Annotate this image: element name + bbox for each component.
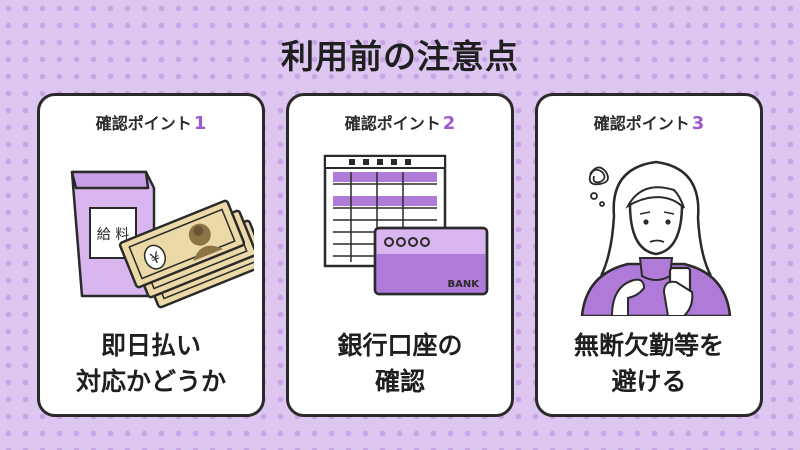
point-text-line: 銀行口座の [337,331,463,360]
point-number: 2 [442,113,456,134]
point-text-1: 即日払い 対応かどうか [40,328,262,400]
point-text-line: 対応かどうか [75,367,226,396]
point-number: 3 [691,113,705,134]
bank-card-label: BANK [448,279,481,290]
point-text-line: 確認 [374,367,425,396]
point-number: 1 [193,113,207,134]
point-text-3: 無断欠勤等を 避ける [538,328,760,400]
envelope-label: 給 料 [97,227,129,243]
point-text-line: 避ける [611,367,687,396]
yen-bills-icon: ¥ [118,199,254,309]
worried-woman-illustration [580,160,732,316]
bank-card-icon: BANK [373,226,489,296]
page-title: 利用前の注意点 [281,37,519,76]
point-label-text: 確認ポイント [344,114,441,133]
bank-account-illustration: BANK [323,154,489,296]
point-label-text: 確認ポイント [95,114,192,133]
point-text-line: 即日払い [100,331,201,360]
salary-envelope-illustration: 給 料 ¥ [70,170,254,309]
worry-scribble-icon [588,166,609,207]
point-label-text: 確認ポイント [593,114,690,133]
point-text-2: 銀行口座の 確認 [289,328,511,400]
point-text-line: 無断欠勤等を [573,331,724,360]
